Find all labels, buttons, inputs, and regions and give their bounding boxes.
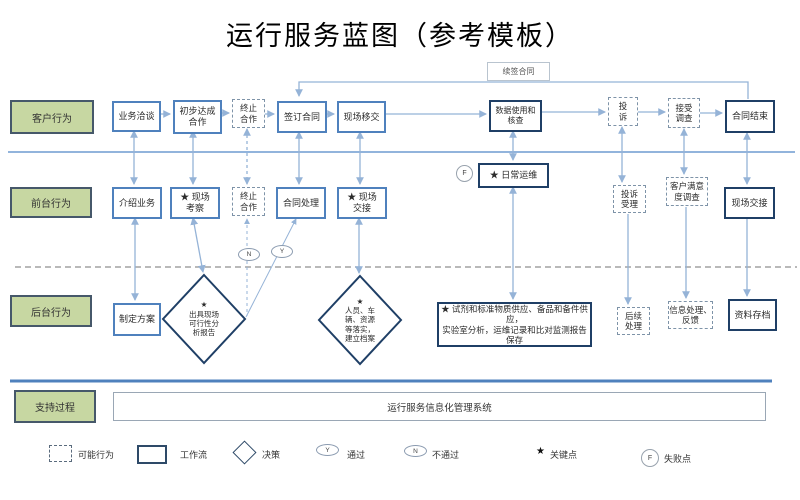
node-terminate-cooperation-row1: 终止 合作 bbox=[232, 99, 265, 128]
legend-pass-label: 通过 bbox=[347, 448, 366, 461]
legend-workflow-label: 工作流 bbox=[180, 448, 208, 461]
node-site-survey: ★ 现场 考察 bbox=[170, 187, 220, 219]
page-title: 运行服务蓝图（参考模板） bbox=[226, 21, 574, 51]
legend-fail-symbol: N bbox=[404, 445, 427, 457]
node-satisfaction-survey: 客户满意 度调查 bbox=[666, 177, 708, 206]
legend-pass-symbol: Y bbox=[316, 444, 339, 456]
node-complaint: 投 诉 bbox=[608, 97, 638, 126]
decision-diamonds bbox=[161, 273, 403, 366]
node-contract-handling: 合同处理 bbox=[276, 187, 326, 219]
diamond-feasibility-report: ★ 出具现场 可行性分 析报告 bbox=[189, 300, 219, 338]
node-daily-operations: ★ 日常运维 bbox=[478, 163, 549, 188]
node-supply-and-records: ★ 试剂和标准物质供应、备品和备件供应， 实验室分析，运维记录和比对监测报告保存 bbox=[437, 302, 592, 347]
label-renew-contract: 续签合同 bbox=[487, 62, 550, 81]
node-business-talk: 业务洽谈 bbox=[112, 101, 161, 132]
node-contract-end: 合同结束 bbox=[725, 100, 775, 133]
legend-fail-label: 不通过 bbox=[432, 448, 460, 461]
fail-point-badge: F bbox=[456, 165, 473, 182]
no-marker: N bbox=[238, 248, 260, 261]
legend-fail-point-symbol: F bbox=[641, 449, 659, 467]
node-follow-up-handling: 后续 处理 bbox=[617, 307, 650, 335]
lane-support-process: 支持过程 bbox=[14, 390, 96, 423]
support-system-box: 运行服务信息化管理系统 bbox=[113, 392, 766, 421]
node-introduce-business: 介绍业务 bbox=[112, 187, 162, 219]
flow-connectors bbox=[130, 81, 751, 318]
legend-key-point-label: 关键点 bbox=[550, 448, 578, 461]
node-info-processing-feedback: 信息处理、 反馈 bbox=[668, 301, 713, 329]
node-terminate-cooperation-row2: 终止 合作 bbox=[232, 187, 265, 216]
node-data-usage-check: 数据使用和 核查 bbox=[489, 100, 542, 132]
yes-marker: Y bbox=[271, 245, 293, 258]
node-data-archive: 资料存档 bbox=[728, 299, 777, 331]
legend-key-point-symbol: ★ bbox=[536, 446, 545, 457]
node-site-handover-front: ★ 现场 交接 bbox=[337, 187, 387, 219]
node-sign-contract: 签订合同 bbox=[277, 101, 327, 133]
lane-backstage-behavior: 后台行为 bbox=[10, 295, 92, 327]
legend-decision-label: 决策 bbox=[262, 448, 281, 461]
legend-fail-point-label: 失败点 bbox=[664, 452, 692, 465]
node-accept-survey: 接受 调查 bbox=[668, 98, 700, 128]
node-initial-cooperation: 初步达成 合作 bbox=[173, 100, 222, 134]
node-make-plan: 制定方案 bbox=[113, 303, 161, 336]
node-complaint-acceptance: 投诉 受理 bbox=[613, 185, 646, 213]
lane-customer-behavior: 客户行为 bbox=[10, 100, 94, 134]
diamond-personnel-archive: ★ 人员、车 辆、资源 等落实， 建立档案 bbox=[345, 296, 375, 344]
legend-workflow-swatch bbox=[137, 445, 167, 464]
lane-frontstage-behavior: 前台行为 bbox=[10, 187, 92, 218]
separator-lines bbox=[8, 151, 797, 383]
legend-possible-action-swatch bbox=[49, 445, 72, 462]
node-site-handover-receive: 现场交接 bbox=[724, 187, 775, 219]
legend-possible-action-label: 可能行为 bbox=[78, 448, 115, 461]
node-site-transfer-out: 现场移交 bbox=[337, 101, 386, 133]
